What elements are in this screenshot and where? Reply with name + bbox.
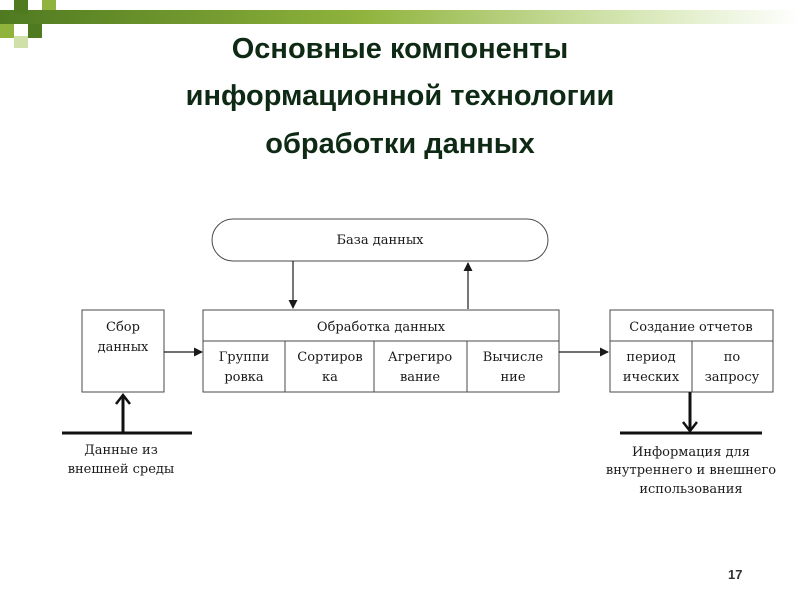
database-node: База данных [211,218,549,262]
page-number: 17 [728,567,743,582]
input-label-line-2: внешней среды [68,462,175,477]
collection-box [81,309,165,393]
arrow-input-head [115,392,131,405]
collection-label-line-1: Сбор [106,320,140,335]
processing-box [202,309,560,393]
slide-title-line-2: информационной технологии [185,80,615,112]
output-label-line-1: Информация для [632,445,750,460]
processing-cell-calculation-line-1: Вычисле [483,350,544,365]
header-gradient-bar [0,10,800,24]
processing-cell-sorting-line-2: ка [322,370,338,385]
database-label: База данных [336,233,424,248]
arrow-output-head [682,421,698,434]
processing-cell-aggregation-line-1: Агрегиро [388,350,452,365]
corner-square-dark-2 [28,24,42,38]
reports-cell-periodic-line-1: период [626,350,675,365]
reports-cell-periodic-line-2: ических [623,370,680,385]
processing-cell-grouping-line-2: ровка [224,370,264,385]
collection-node: Сбор данных [81,309,165,393]
slide-title-line-3: обработки данных [265,128,535,160]
collection-label-line-2: данных [98,340,149,355]
corner-square-dark [14,0,28,14]
input-label-line-1: Данные из [84,443,158,458]
slide-title-line-1: Основные компоненты [231,33,569,65]
processing-cell-calculation-line-2: ние [500,370,525,385]
processing-cell-grouping-line-1: Группи [219,350,270,365]
reports-node: Создание отчетов период ических по запро… [609,309,774,393]
output-label-line-2: внутреннего и внешнего [606,463,776,478]
processing-cell-aggregation-line-2: вание [400,370,440,385]
processing-cell-sorting-line-1: Сортиров [297,350,362,365]
processing-header: Обработка данных [317,320,446,335]
corner-square-light [14,36,28,48]
corner-square-mid [42,0,56,10]
reports-header: Создание отчетов [629,320,752,335]
corner-square-left [0,24,14,38]
database-shape [211,218,549,262]
reports-cell-on-request-line-1: по [724,350,741,365]
processing-node: Обработка данных Группи ровка Сортиров к… [202,309,560,393]
reports-cell-on-request-line-2: запросу [705,370,760,385]
output-label-line-3: использования [639,482,742,497]
